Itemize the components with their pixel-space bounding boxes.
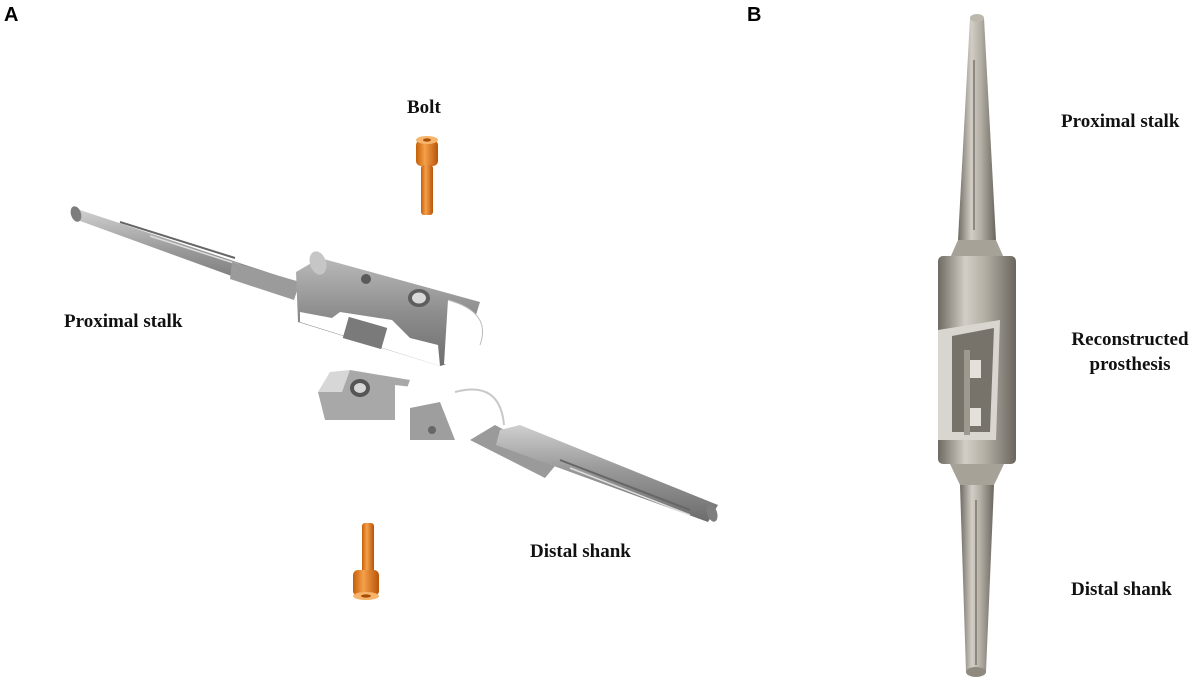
- label-distal-shank-b: Distal shank: [1071, 579, 1172, 600]
- label-reconstructed-line2: prosthesis: [1089, 354, 1171, 375]
- label-reconstructed-line1: Reconstructed: [1071, 329, 1189, 350]
- upper-bolt: [416, 136, 438, 215]
- panel-a-letter: A: [4, 4, 19, 26]
- label-proximal-stalk-b: Proximal stalk: [1061, 111, 1180, 132]
- proximal-stalk-part: [70, 206, 484, 366]
- panel-b-letter: B: [747, 4, 762, 26]
- assembled-prosthesis: [938, 14, 1016, 677]
- label-proximal-stalk-a: Proximal stalk: [64, 311, 183, 332]
- label-bolt: Bolt: [407, 97, 441, 118]
- label-distal-shank-a: Distal shank: [530, 541, 631, 562]
- lower-bolt: [353, 523, 379, 600]
- label-reconstructed-prosthesis: Reconstructed prosthesis: [1060, 327, 1200, 377]
- distal-shank-part: [318, 370, 718, 522]
